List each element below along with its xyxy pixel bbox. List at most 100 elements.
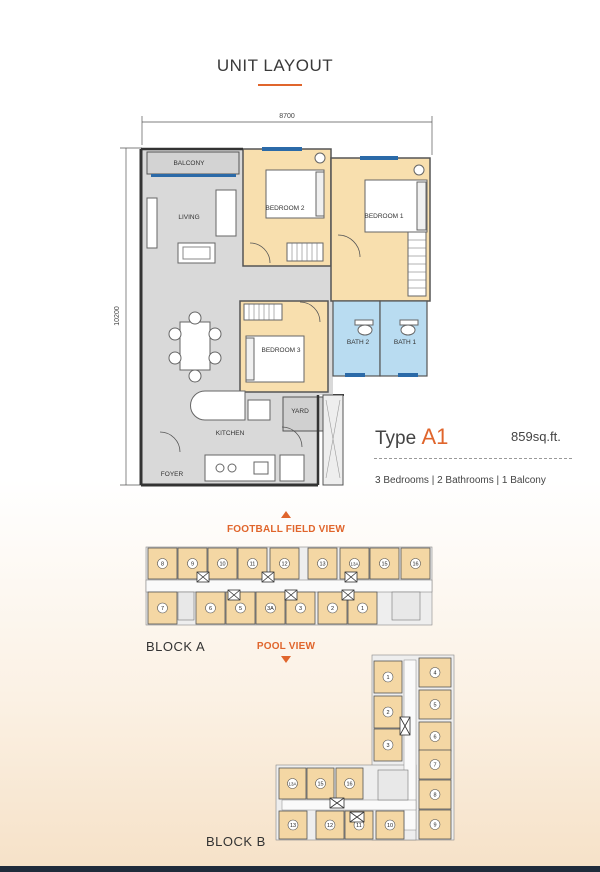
arrow-up-icon xyxy=(281,511,291,518)
unit-marker xyxy=(382,739,394,751)
unit-tile xyxy=(418,809,452,840)
type-divider xyxy=(374,458,572,459)
height-dimension-label: 10200 xyxy=(114,306,121,326)
balcony-label: BALCONY xyxy=(173,160,205,167)
unit-number: 16 xyxy=(412,562,418,568)
unit-number: 3 xyxy=(299,606,302,612)
unit-marker xyxy=(187,558,198,569)
title-underline xyxy=(258,84,302,86)
unit-marker xyxy=(429,667,441,678)
unit-marker xyxy=(384,819,396,831)
unit-marker xyxy=(295,602,306,614)
unit-marker xyxy=(429,731,441,742)
unit-number: 15 xyxy=(317,782,323,788)
unit-number: 1 xyxy=(386,675,389,681)
bedroom1-label: BEDROOM 1 xyxy=(364,213,403,220)
unit-marker xyxy=(379,558,390,569)
unit-marker xyxy=(344,778,355,789)
unit-tile xyxy=(373,660,403,694)
unit-number: 3A xyxy=(267,606,274,612)
unit-marker xyxy=(217,558,228,569)
unit-marker xyxy=(205,602,216,614)
height-dimension: 10200 xyxy=(114,147,142,486)
block-a-bottom-row: 7 6 5 3A 3 2 1 xyxy=(147,591,378,625)
foyer-label: FOYER xyxy=(161,471,184,478)
arrow-down-icon xyxy=(281,656,291,663)
unit-number: 12 xyxy=(281,562,287,568)
unit-type-code: A1 xyxy=(421,424,449,449)
unit-number: 8 xyxy=(433,793,436,799)
unit-marker xyxy=(429,789,441,800)
unit-number: 10 xyxy=(387,823,393,829)
unit-marker xyxy=(357,602,368,614)
unit-marker xyxy=(287,778,298,789)
unit-number: 13A xyxy=(350,562,358,567)
unit-marker xyxy=(324,819,336,831)
unit-marker xyxy=(235,602,246,614)
page-title: UNIT LAYOUT xyxy=(216,56,334,75)
unit-number: 6 xyxy=(433,735,436,741)
unit-number: 12 xyxy=(327,823,333,829)
unit-marker xyxy=(410,558,421,569)
unit-number: 1 xyxy=(361,606,364,612)
unit-number: 15 xyxy=(381,562,387,568)
unit-number: 8 xyxy=(161,562,164,568)
block-a-label: BLOCK A xyxy=(146,639,206,654)
unit-number: 7 xyxy=(161,606,164,612)
floor-plan: 8700 10200 xyxy=(114,113,433,487)
unit-tile xyxy=(207,547,238,580)
block-b-right-column: 4 5 6 7 8 9 xyxy=(418,657,452,840)
unit-marker xyxy=(279,558,290,569)
unit-marker xyxy=(287,819,299,831)
football-field-view-label: FOOTBALL FIELD VIEW xyxy=(226,524,346,535)
unit-type-prefix: Type xyxy=(375,428,417,449)
block-b-wing-bottom: 13 12 11 10 xyxy=(278,810,405,840)
unit-marker xyxy=(315,778,326,789)
unit-marker xyxy=(349,558,360,569)
unit-number: 5 xyxy=(433,703,436,709)
unit-marker xyxy=(265,602,276,614)
unit-tile xyxy=(269,547,300,580)
yard-room xyxy=(282,396,324,432)
unit-marker xyxy=(429,759,441,770)
unit-marker xyxy=(157,558,168,569)
unit-marker xyxy=(382,671,394,683)
block-b-label: BLOCK B xyxy=(206,834,266,849)
width-dimension: 8700 xyxy=(141,113,433,155)
unit-marker xyxy=(429,699,441,710)
bedroom3-label: BEDROOM 3 xyxy=(261,347,300,354)
unit-number: 13 xyxy=(319,562,325,568)
unit-number: 3 xyxy=(386,743,389,749)
unit-marker xyxy=(429,819,441,830)
block-b-left-column: 123 xyxy=(373,660,403,762)
unit-number: 11 xyxy=(250,562,256,568)
unit-size: 859sq.ft. xyxy=(511,429,561,444)
unit-number: 13 xyxy=(290,823,296,829)
unit-number: 5 xyxy=(239,606,242,612)
bath2-room xyxy=(332,300,381,377)
unit-number: 6 xyxy=(209,606,212,612)
unit-number: 16 xyxy=(346,782,352,788)
unit-marker xyxy=(157,602,168,614)
unit-type: Type A1 xyxy=(375,424,448,450)
yard-label: YARD xyxy=(291,408,309,415)
unit-number: 2 xyxy=(331,606,334,612)
bath1-room xyxy=(379,300,428,377)
unit-number: 7 xyxy=(433,763,436,769)
unit-number: 4 xyxy=(433,671,436,677)
living-label: LIVING xyxy=(178,214,199,221)
unit-spec: 3 Bedrooms | 2 Bathrooms | 1 Balcony xyxy=(375,475,546,486)
unit-marker xyxy=(317,558,328,569)
unit-number: 11 xyxy=(356,823,362,829)
unit-marker xyxy=(382,706,394,718)
unit-number: 9 xyxy=(433,823,436,829)
unit-marker xyxy=(327,602,338,614)
bedroom2-label: BEDROOM 2 xyxy=(265,205,304,212)
pool-view-label: POOL VIEW xyxy=(256,641,316,652)
kitchen-label: KITCHEN xyxy=(216,430,245,437)
unit-number: 9 xyxy=(191,562,194,568)
